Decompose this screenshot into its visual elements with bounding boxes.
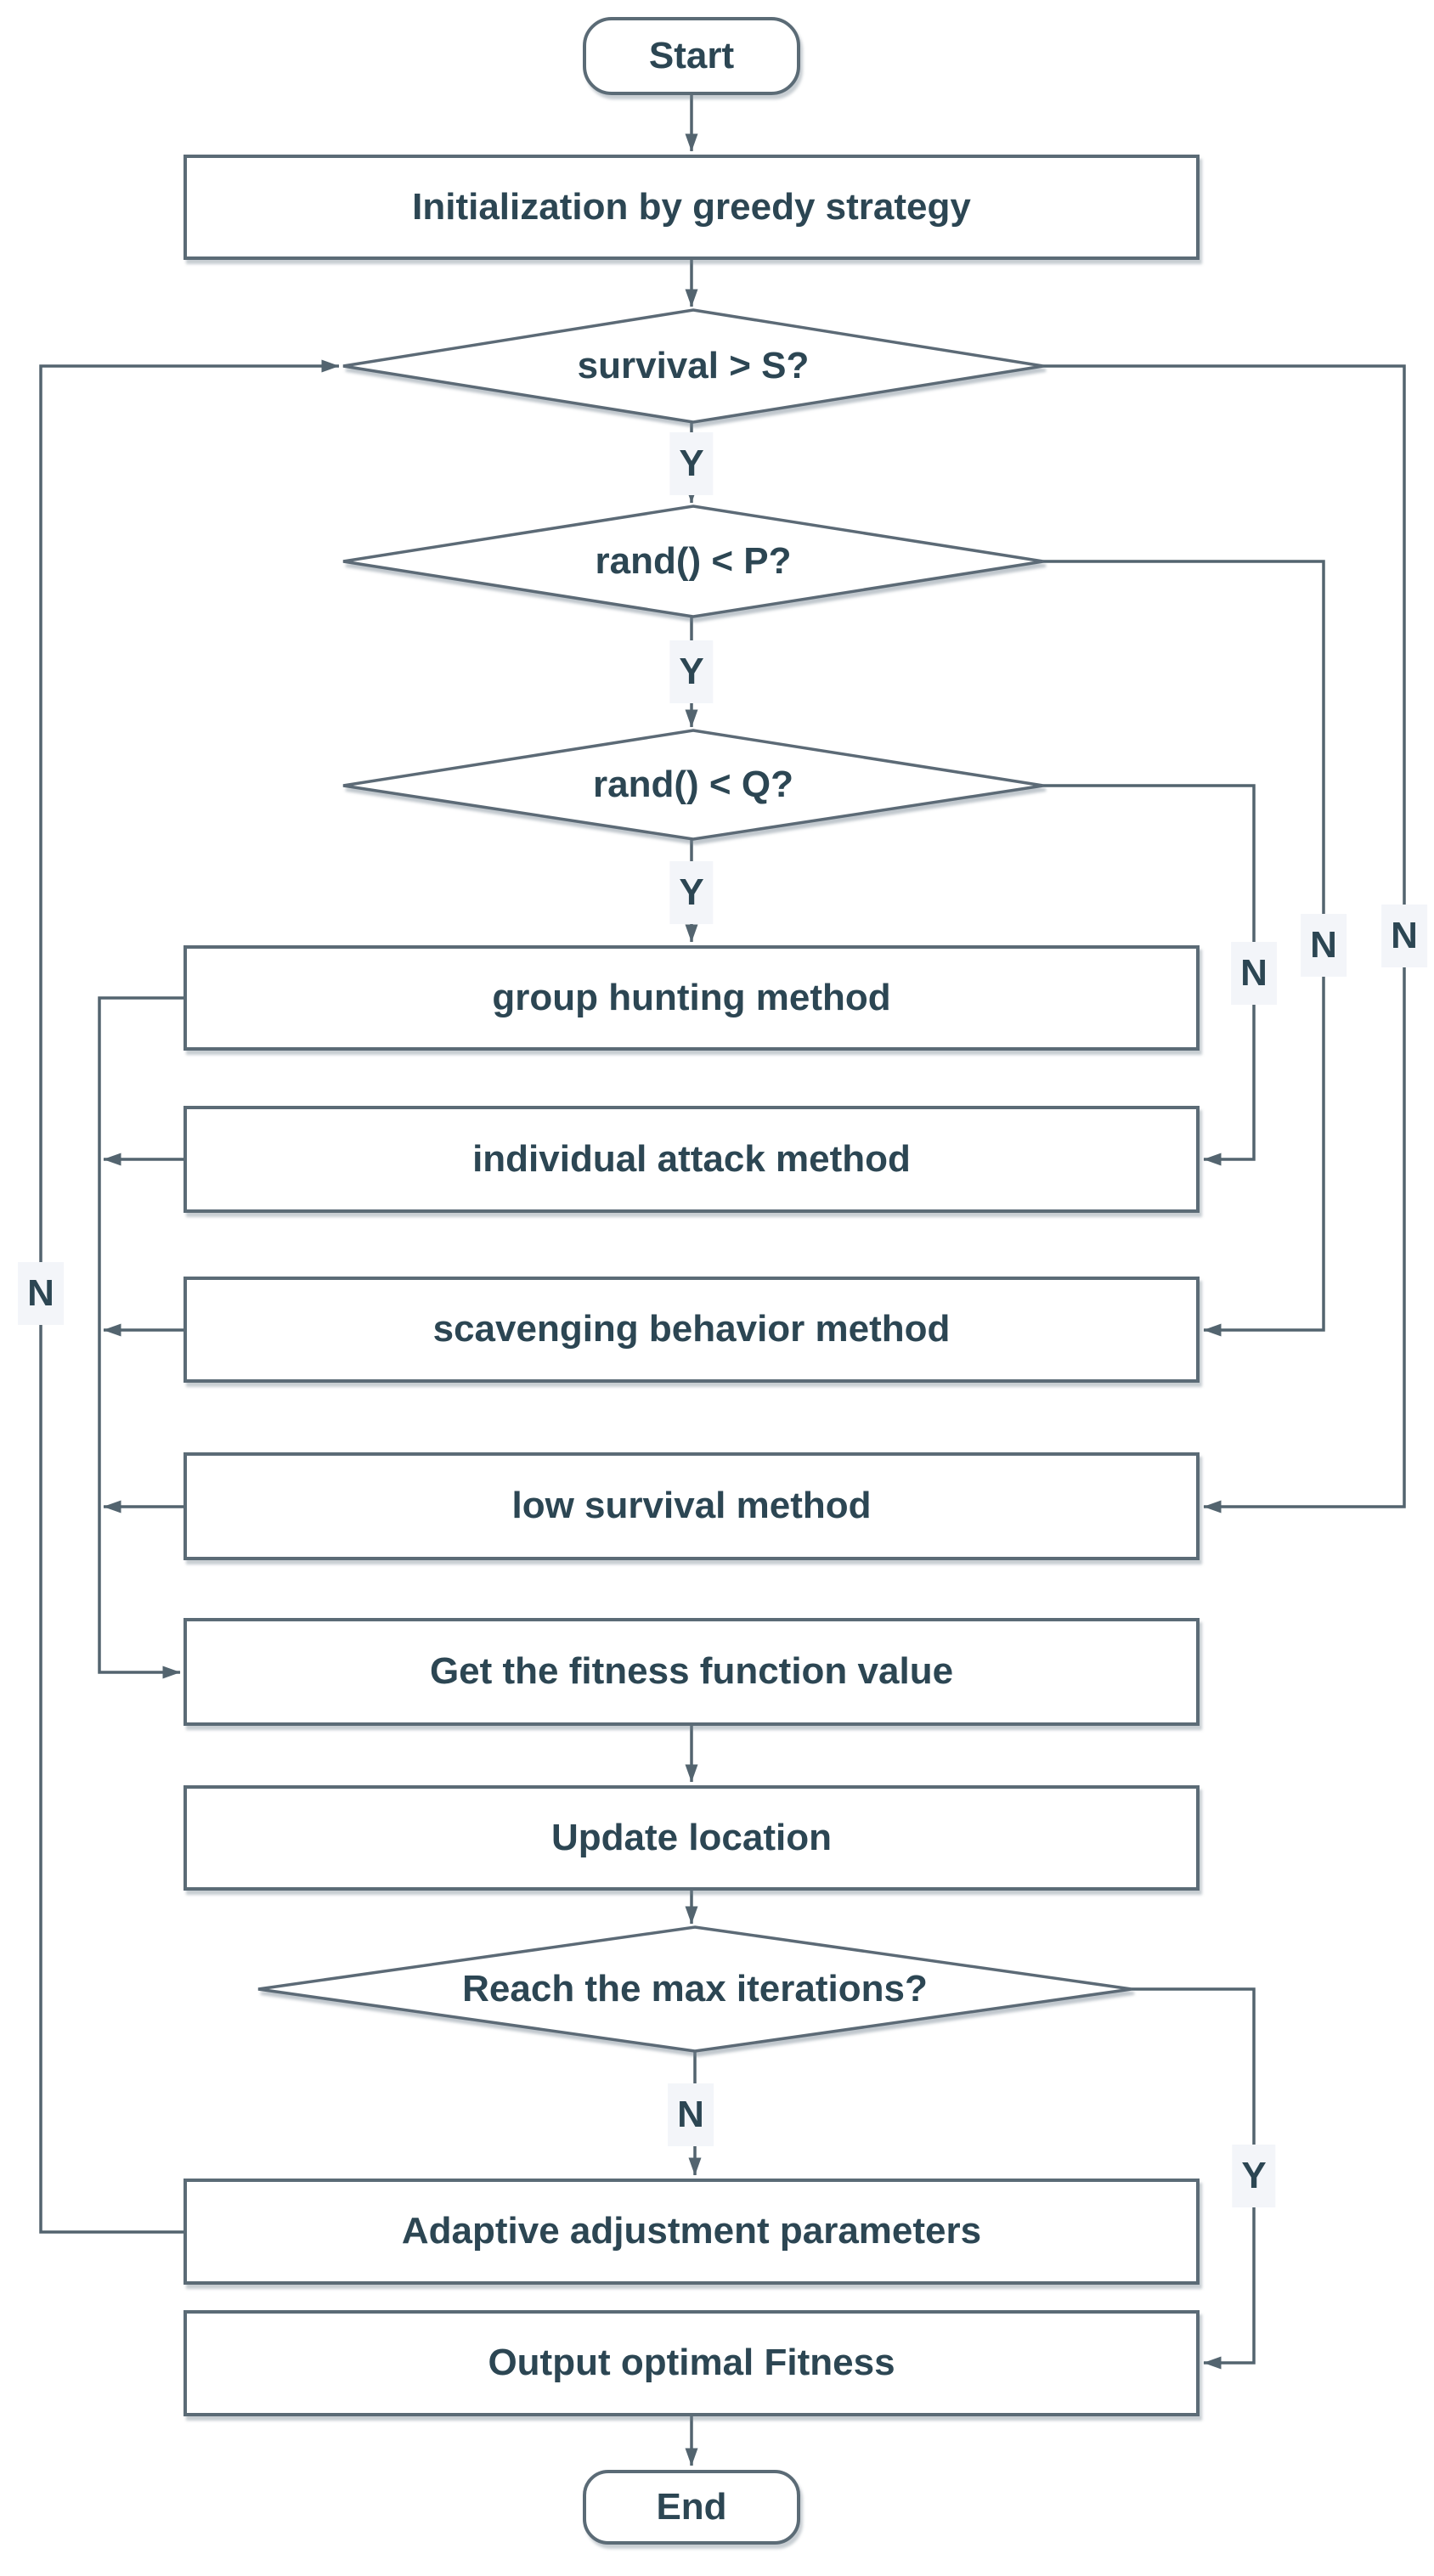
- edge-label-max-iter-no: N: [668, 2083, 714, 2146]
- process-output-fitness: Output optimal Fitness: [183, 2310, 1200, 2416]
- process-adaptive-adjustment: Adaptive adjustment parameters: [183, 2179, 1200, 2285]
- edge-label-rand-q-no: N: [1231, 942, 1277, 1005]
- decision-max-iterations-shape: [257, 1925, 1132, 2053]
- edge-label-rand-q-yes: Y: [669, 861, 714, 924]
- edge-label-rand-p-no: N: [1301, 914, 1346, 977]
- process-low-survival: low survival method: [183, 1452, 1200, 1560]
- edge-label-max-iter-yes: Y: [1232, 2145, 1276, 2207]
- edge-label-loop-back-no: N: [18, 1262, 64, 1325]
- process-individual-attack: individual attack method: [183, 1106, 1200, 1213]
- terminal-end: End: [583, 2470, 800, 2545]
- process-get-fitness: Get the fitness function value: [183, 1618, 1200, 1726]
- decision-survival-shape: [342, 308, 1044, 424]
- terminal-start: Start: [583, 17, 800, 95]
- process-initialization: Initialization by greedy strategy: [183, 155, 1200, 260]
- edge-group-to-fitness: [98, 996, 183, 1679]
- edge-label-survival-no: N: [1381, 905, 1427, 967]
- edge-label-survival-yes: Y: [669, 432, 714, 495]
- process-group-hunting: group hunting method: [183, 945, 1200, 1051]
- process-scavenging-behavior: scavenging behavior method: [183, 1277, 1200, 1383]
- decision-rand-p-shape: [342, 504, 1044, 618]
- decision-rand-q-shape: [342, 729, 1044, 841]
- process-update-location: Update location: [183, 1785, 1200, 1891]
- edge-label-rand-p-yes: Y: [669, 640, 714, 703]
